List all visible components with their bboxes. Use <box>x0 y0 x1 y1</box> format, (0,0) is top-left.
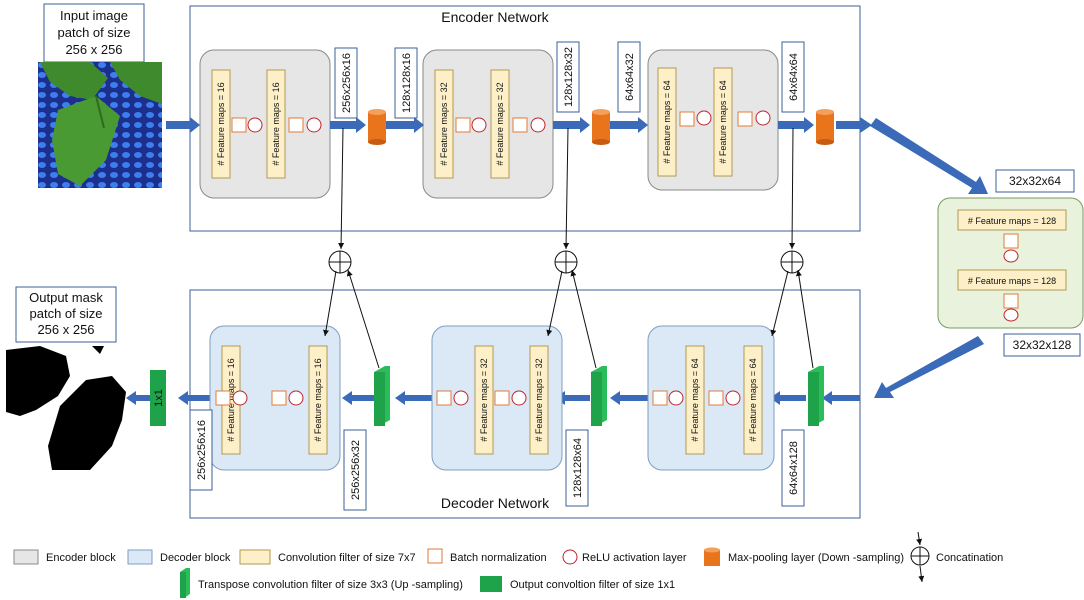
maxpool-2 <box>592 109 610 145</box>
svg-text:# Feature maps = 128: # Feature maps = 128 <box>968 276 1056 286</box>
maxpool-1 <box>368 109 386 145</box>
decoder-block-3: # Feature maps = 64 # Feature maps = 64 <box>647 325 775 471</box>
legend-conv7: Convolution filter of size 7x7 <box>278 552 416 564</box>
svg-text:256x256x32: 256x256x32 <box>350 440 362 500</box>
svg-text:# Feature maps = 16: # Feature maps = 16 <box>271 82 281 165</box>
encoder-block-1: # Feature maps = 16 # Feature maps = 16 <box>199 49 331 199</box>
legend-batchnorm: Batch normalization <box>450 552 547 564</box>
legend-encoder-block: Encoder block <box>46 552 116 564</box>
legend-relu: ReLU activation layer <box>582 552 687 564</box>
decoder-dim-labels: 256x256x16 256x256x32 128x128x64 64x64x1… <box>189 409 805 511</box>
transpose-conv-layers <box>374 366 824 426</box>
svg-text:# Feature maps = 64: # Feature maps = 64 <box>748 358 758 441</box>
svg-text:64x64x32: 64x64x32 <box>624 53 636 101</box>
svg-text:patch of size: patch of size <box>58 25 131 40</box>
encoder-block-2: # Feature maps = 32 # Feature maps = 32 <box>422 49 554 199</box>
decoder-block-1: # Feature maps = 16 # Feature maps = 16 <box>209 325 341 471</box>
svg-text:patch of size: patch of size <box>30 306 103 321</box>
svg-text:# Feature maps = 64: # Feature maps = 64 <box>690 358 700 441</box>
decoder-block-2: # Feature maps = 32 # Feature maps = 32 <box>431 325 563 471</box>
svg-text:64x64x64: 64x64x64 <box>788 53 800 101</box>
flow-arrows <box>126 117 988 405</box>
legend-output-conv: Output convoltion filter of size 1x1 <box>510 579 675 591</box>
svg-text:128x128x32: 128x128x32 <box>563 47 575 107</box>
concat-nodes <box>328 250 804 274</box>
svg-text:256x256x16: 256x256x16 <box>196 420 208 480</box>
bottleneck-dims: 32x32x64 32x32x128 <box>995 169 1081 357</box>
concat-node-3 <box>780 250 804 274</box>
svg-text:# Feature maps = 64: # Feature maps = 64 <box>662 80 672 163</box>
svg-text:# Feature maps = 32: # Feature maps = 32 <box>439 82 449 165</box>
svg-text:# Feature maps = 32: # Feature maps = 32 <box>479 358 489 441</box>
decoder-title: Decoder Network <box>441 495 550 511</box>
svg-text:# Feature maps = 64: # Feature maps = 64 <box>718 80 728 163</box>
svg-text:Input image: Input image <box>60 8 128 23</box>
transpose-conv-1 <box>374 366 390 426</box>
legend: Encoder block Decoder block Convolution … <box>13 531 1003 598</box>
svg-text:# Feature maps = 32: # Feature maps = 32 <box>534 358 544 441</box>
svg-text:256 x 256: 256 x 256 <box>37 322 94 337</box>
svg-text:256x256x16: 256x256x16 <box>341 53 353 113</box>
input-image <box>38 62 162 188</box>
svg-text:32x32x128: 32x32x128 <box>1013 338 1072 352</box>
input-caption: Input image patch of size 256 x 256 <box>43 3 145 63</box>
output-mask <box>6 345 130 471</box>
svg-text:# Feature maps = 128: # Feature maps = 128 <box>968 216 1056 226</box>
svg-text:128x128x64: 128x128x64 <box>572 438 584 498</box>
bottleneck-block: # Feature maps = 128 # Feature maps = 12… <box>937 197 1084 329</box>
svg-text:64x64x128: 64x64x128 <box>788 441 800 495</box>
svg-text:# Feature maps = 16: # Feature maps = 16 <box>313 358 323 441</box>
maxpool-3 <box>816 109 834 145</box>
transpose-conv-3 <box>808 366 824 426</box>
maxpool-layers <box>368 109 834 145</box>
svg-text:Output mask: Output mask <box>29 290 103 305</box>
svg-text:128x128x16: 128x128x16 <box>401 53 413 113</box>
transpose-conv-2 <box>591 366 607 426</box>
svg-text:256 x 256: 256 x 256 <box>65 42 122 57</box>
legend-concat: Concatination <box>936 552 1003 564</box>
svg-text:32x32x64: 32x32x64 <box>1009 174 1061 188</box>
concat-node-2 <box>554 250 578 274</box>
legend-transpose: Transpose convolution filter of size 3x3… <box>198 579 463 591</box>
output-caption: Output mask patch of size 256 x 256 <box>15 286 117 343</box>
encoder-dim-labels: 256x256x16 128x128x16 128x128x32 64x64x3… <box>334 41 805 119</box>
encoder-block-3: # Feature maps = 64 # Feature maps = 64 <box>647 49 779 191</box>
svg-text:# Feature maps = 32: # Feature maps = 32 <box>495 82 505 165</box>
legend-maxpool: Max-pooling layer (Down -sampling) <box>728 552 904 564</box>
svg-text:# Feature maps = 16: # Feature maps = 16 <box>216 82 226 165</box>
output-conv-filter: 1x1 <box>150 370 166 426</box>
svg-text:1x1: 1x1 <box>153 389 165 407</box>
encoder-title: Encoder Network <box>441 9 549 25</box>
concat-node-1 <box>328 250 352 274</box>
legend-decoder-block: Decoder block <box>160 552 231 564</box>
svg-text:# Feature maps = 16: # Feature maps = 16 <box>226 358 236 441</box>
skip-connections <box>323 127 814 369</box>
